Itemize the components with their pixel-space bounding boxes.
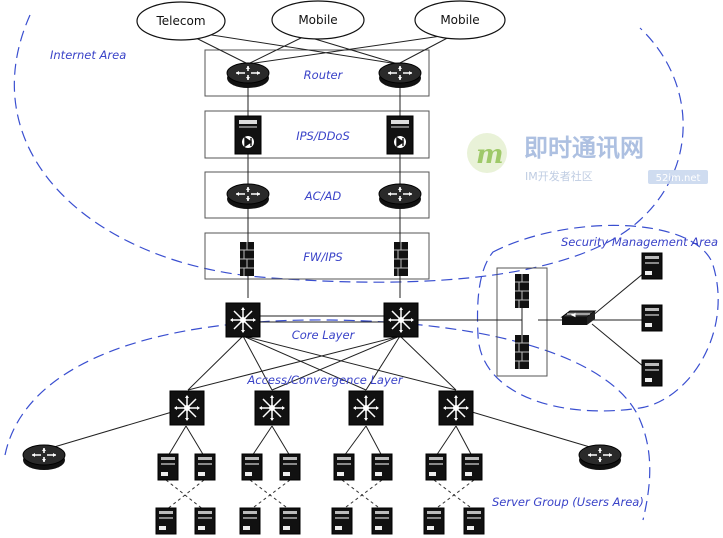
ac-ad-device-left (226, 183, 270, 210)
security-server-3 (641, 359, 663, 387)
border-router-left (226, 62, 270, 89)
server (157, 453, 179, 481)
server (279, 507, 301, 535)
server (333, 453, 355, 481)
isp-mobile-2: Mobile (414, 0, 506, 40)
ips-ddos-layer-label: IPS/DDoS (296, 129, 350, 143)
links (43, 29, 652, 457)
server (194, 453, 216, 481)
ac-ad-device-right (378, 183, 422, 210)
isp-clouds: Telecom Mobile Mobile (136, 0, 506, 41)
server (241, 453, 263, 481)
server (239, 507, 261, 535)
firewall-right (393, 241, 409, 277)
server (423, 507, 445, 535)
server (371, 507, 393, 535)
isp-telecom: Telecom (136, 1, 226, 41)
security-area-label: Security Management Area (561, 235, 718, 249)
layer-boxes (204, 49, 548, 377)
core-layer-label: Core Layer (292, 328, 356, 342)
watermark-logo-letter: m (476, 140, 504, 170)
isp-mobile-1-label: Mobile (298, 13, 337, 27)
isp-telecom-label: Telecom (155, 14, 205, 28)
ips-ddos-appliance-left (234, 115, 262, 155)
server (194, 507, 216, 535)
watermark-domain-badge (648, 170, 708, 184)
watermark: m 即时通讯网 IM开发者社区 52im.net (467, 133, 708, 184)
ips-ddos-appliance-right (386, 115, 414, 155)
watermark-logo-icon (467, 133, 507, 173)
ac-ad-layer-box (204, 171, 430, 219)
router-layer-label: Router (304, 68, 344, 82)
labels: Router IPS/DDoS AC/AD FW/IPS Core Layer … (50, 48, 718, 509)
access-switch-2 (254, 390, 290, 426)
edge-router-left (22, 444, 66, 471)
internet-area-boundary (13, 14, 684, 283)
server (461, 453, 483, 481)
security-fw-box (496, 267, 548, 377)
security-area-boundary (476, 224, 719, 412)
ac-ad-layer-label: AC/AD (304, 189, 342, 203)
server-group-label: Server Group (Users Area) (492, 495, 644, 509)
fw-ips-layer-box (204, 232, 430, 280)
server (279, 453, 301, 481)
server (371, 453, 393, 481)
watermark-domain: 52im.net (656, 173, 701, 184)
core-switch-right (383, 302, 419, 338)
security-server-2 (641, 304, 663, 332)
watermark-subtitle: IM开发者社区 (525, 169, 593, 183)
edge-router-right (578, 444, 622, 471)
server (463, 507, 485, 535)
security-firewall-bottom (514, 334, 530, 370)
isp-mobile-1: Mobile (271, 0, 365, 40)
router-layer-box (204, 49, 430, 97)
server (155, 507, 177, 535)
ips-ddos-layer-box (204, 110, 430, 159)
security-switch (561, 310, 596, 326)
security-server-1 (641, 252, 663, 280)
access-switch-4 (438, 390, 474, 426)
security-firewall-top (514, 273, 530, 309)
core-switch-left (225, 302, 261, 338)
server (425, 453, 447, 481)
user-area-boundary (4, 319, 651, 521)
access-switch-1 (169, 390, 205, 426)
server (331, 507, 353, 535)
isp-mobile-2-label: Mobile (440, 13, 479, 27)
dashed-regions (4, 14, 719, 521)
fw-ips-layer-label: FW/IPS (303, 250, 343, 264)
watermark-title: 即时通讯网 (524, 134, 644, 162)
border-router-right (378, 62, 422, 89)
access-layer-label: Access/Convergence Layer (246, 373, 403, 387)
firewall-left (239, 241, 255, 277)
server-cross-links (165, 479, 475, 511)
internet-area-label: Internet Area (50, 48, 126, 62)
access-switch-3 (348, 390, 384, 426)
